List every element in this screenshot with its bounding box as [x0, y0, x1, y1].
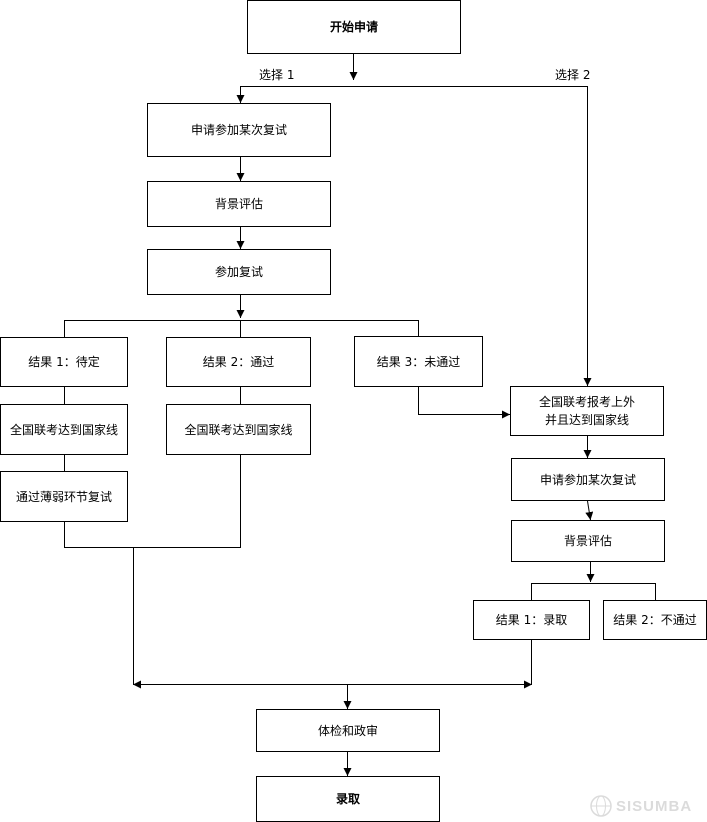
node-result1-pending: 结果 1：待定 — [0, 337, 128, 387]
watermark-text: SISUMBA — [616, 797, 693, 815]
node-admission: 录取 — [256, 776, 440, 822]
node-physical-political-review: 体检和政审 — [256, 709, 440, 752]
node-pending-national-line: 全国联考达到国家线 — [0, 404, 128, 455]
node-result2-pass: 结果 2：通过 — [166, 337, 311, 387]
node-right-result2-reject: 结果 2：不通过 — [603, 600, 707, 640]
node-result3-fail: 结果 3：未通过 — [354, 336, 483, 387]
watermark-globe-icon — [590, 795, 612, 817]
edge-label-option1: 选择 1 — [259, 68, 295, 82]
node-left-background-eval: 背景评估 — [147, 181, 331, 227]
node-right-exam-line-2: 并且达到国家线 — [544, 413, 629, 427]
edge-label-option2: 选择 2 — [555, 68, 591, 82]
edge-apply-to-background-right — [585, 500, 594, 521]
node-left-apply-retest: 申请参加某次复试 — [147, 103, 331, 157]
node-pass-national-line: 全国联考达到国家线 — [166, 404, 311, 455]
node-right-background-eval: 背景评估 — [511, 520, 665, 562]
node-pending-weak-retest: 通过薄弱环节复试 — [0, 471, 128, 522]
node-left-attend-retest: 参加复试 — [147, 249, 331, 295]
node-right-exam-national-line: 全国联考报考上外 并且达到国家线 — [510, 386, 664, 436]
edge-left-merge — [64, 455, 241, 548]
watermark-logo: SISUMBA — [590, 795, 692, 817]
node-start-application: 开始申请 — [247, 0, 461, 54]
node-right-exam-line-1: 全国联考报考上外 — [538, 395, 635, 409]
edge-result3-to-exam-line — [418, 387, 510, 419]
node-right-apply-retest: 申请参加某次复试 — [511, 458, 665, 501]
node-right-result1-admit: 结果 1：录取 — [473, 600, 590, 640]
